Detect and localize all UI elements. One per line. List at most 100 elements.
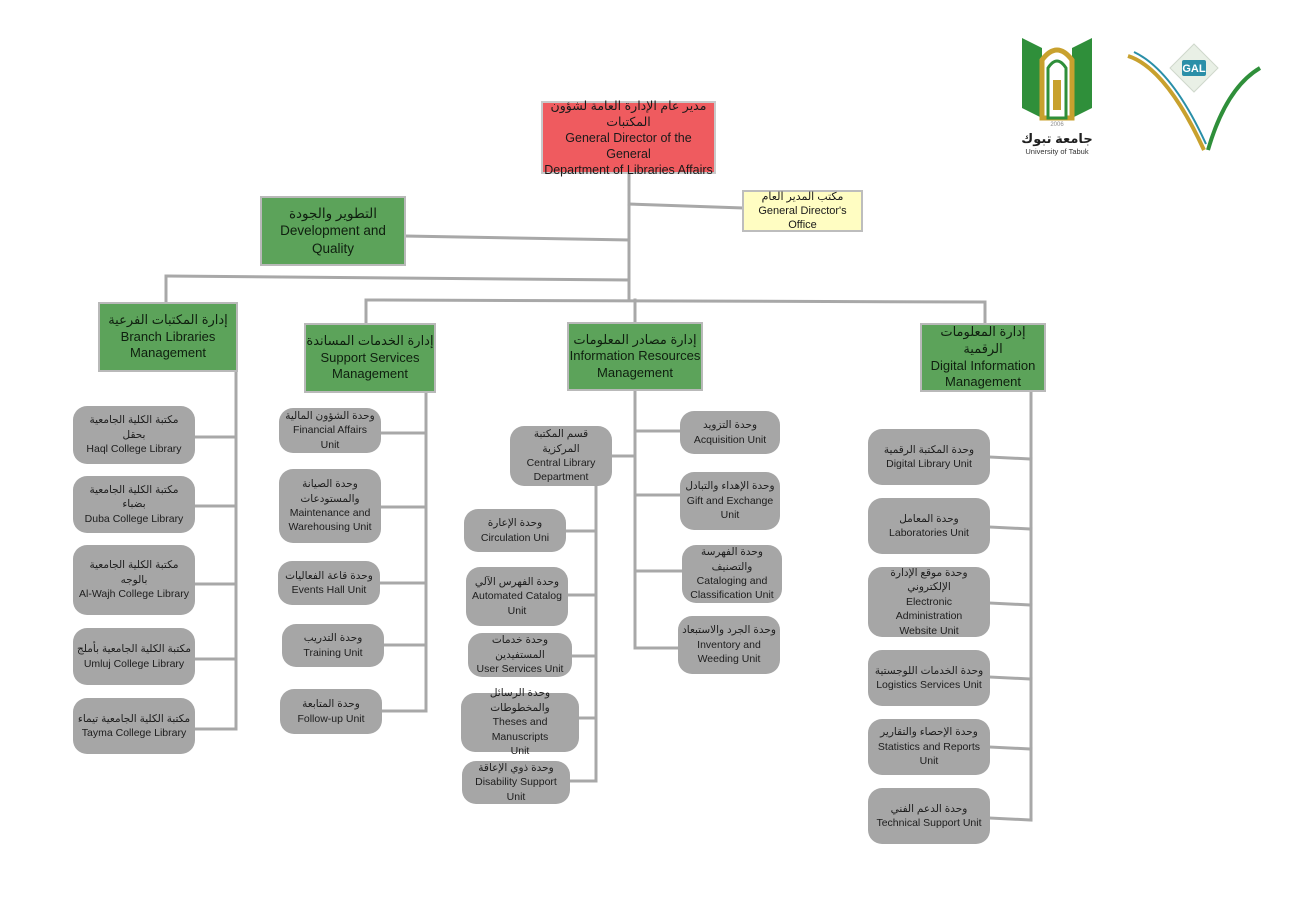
digital-en-line1: Digital Information (930, 357, 1036, 373)
central-library-unit: وحدة الإعارة Circulation Uni (464, 509, 566, 552)
unit-ar: وحدة المتابعة (302, 698, 360, 711)
unit-en-line2: Unit (510, 745, 530, 758)
unit-en-line2: Department (533, 471, 589, 484)
general-director-en-line2: Department of Libraries Affairs (544, 162, 713, 177)
unit-ar: مكتبة الكلية الجامعية بضباء (89, 483, 179, 511)
branch-unit: مكتبة الكلية الجامعية تيماء Tayma Colleg… (73, 698, 195, 754)
central-library-unit: وحدة خدمات المستفيدين User Services Unit (468, 633, 572, 677)
unit-en: User Services Unit (476, 663, 564, 676)
development-quality-box: التطوير والجودة Development and Quality (260, 196, 406, 266)
branch-en-line2: Management (130, 345, 206, 361)
support-ar: إدارة الخدمات المساندة (306, 333, 434, 349)
office-ar: مكتب المدير العام (761, 190, 844, 203)
central-library-unit: وحدة الرسائل والمخطوطات Theses and Manus… (461, 687, 579, 757)
unit-en: Technical Support Unit (876, 817, 982, 829)
digital-unit: وحدة المعامل Laboratories Unit (868, 498, 990, 554)
unit-ar: وحدة التدريب (303, 632, 363, 645)
branch-unit: مكتبة الكلية الجامعية بالوجه Al-Wajh Col… (73, 545, 195, 615)
unit-ar-line2: والمستودعات (300, 492, 360, 505)
general-directors-office-box: مكتب المدير العام General Director's Off… (742, 190, 863, 232)
unit-en: Financial Affairs Unit (293, 424, 367, 451)
unit-en: Training Unit (303, 646, 363, 659)
central-library-unit: وحدة الفهرس الآلي Automated Catalog Unit (466, 567, 568, 626)
support-unit: وحدة المتابعة Follow-up Unit (280, 689, 382, 734)
unit-ar: وحدة ذوي الإعاقة (478, 761, 554, 774)
information-unit: وحدة التزويد Acquisition Unit (680, 411, 780, 454)
unit-ar: مكتبة الكلية الجامعية بالوجه (89, 559, 179, 586)
office-en: General Director's Office (758, 204, 847, 232)
information-unit: وحدة الإهداء والتبادل Gift and Exchange … (680, 472, 780, 530)
branch-ar: إدارة المكتبات الفرعية (108, 312, 228, 328)
central-library-department: قسم المكتبة المركزية Central Library Dep… (510, 426, 612, 486)
unit-ar: وحدة المعامل (899, 512, 959, 525)
digital-ar: إدارة المعلومات الرقمية (940, 324, 1026, 356)
unit-en-line2: Weeding Unit (697, 653, 761, 666)
unit-en: Al-Wajh College Library (79, 588, 189, 601)
university-name-english: University of Tabuk (1025, 147, 1089, 156)
digital-unit: وحدة الإحصاء والتقارير Statistics and Re… (868, 719, 990, 775)
unit-en-line2: Unit (720, 509, 740, 522)
general-director-ar: مدير عام الإدارة العامة لشؤون المكتبات (550, 98, 707, 129)
unit-en: Inventory and (697, 638, 761, 651)
unit-en: Theses and Manuscripts (491, 716, 549, 743)
branch-unit: مكتبة الكلية الجامعية بحقل Haql College … (73, 406, 195, 464)
unit-en: Laboratories Unit (889, 527, 969, 539)
unit-en: Gift and Exchange (686, 494, 774, 507)
information-resources-management-box: إدارة مصادر المعلومات Information Resour… (567, 322, 703, 391)
support-unit: وحدة الشؤون المالية Financial Affairs Un… (279, 408, 381, 453)
unit-ar: وحدة الرسائل والمخطوطات (489, 687, 551, 714)
info-en-line1: Information Resources (569, 348, 701, 364)
digital-unit: وحدة موقع الإدارة الإلكتروني Electronic … (868, 567, 990, 637)
branch-unit: مكتبة الكلية الجامعية بضباء Duba College… (73, 476, 195, 533)
unit-en: Haql College Library (86, 443, 182, 456)
unit-en: Circulation Uni (480, 531, 550, 544)
unit-ar: وحدة خدمات المستفيدين (491, 634, 549, 661)
unit-en: Events Hall Unit (291, 584, 367, 596)
development-en: Development and Quality (280, 223, 386, 256)
unit-en: Automated Catalog (472, 590, 562, 603)
branch-unit: مكتبة الكلية الجامعية بأملج Umluj Colleg… (73, 628, 195, 685)
information-unit: وحدة الفهرسة والتصنيف Cataloging and Cla… (682, 545, 782, 603)
unit-ar: وحدة الجرد والاستبعاد (682, 624, 776, 637)
unit-en: Central Library (526, 457, 596, 469)
unit-en: Tayma College Library (81, 727, 187, 739)
unit-en: Digital Library Unit (886, 458, 972, 470)
support-en-line2: Management (332, 366, 408, 382)
unit-en: Umluj College Library (83, 657, 185, 670)
gal-text: GAL (1182, 63, 1206, 75)
support-unit: وحدة التدريب Training Unit (282, 624, 384, 667)
unit-ar: وحدة الفهرسة والتصنيف (701, 546, 763, 573)
unit-ar: مكتبة الكلية الجامعية بحقل (89, 414, 179, 441)
support-en-line1: Support Services (320, 349, 420, 365)
information-unit: وحدة الجرد والاستبعاد Inventory and Weed… (678, 616, 780, 674)
info-en-line2: Management (597, 364, 673, 380)
unit-en: Duba College Library (84, 512, 184, 525)
unit-en: Statistics and Reports Unit (877, 740, 981, 768)
digital-unit: وحدة الخدمات اللوجستية Logistics Service… (868, 650, 990, 706)
unit-ar: مكتبة الكلية الجامعية بأملج (77, 643, 191, 656)
unit-ar: وحدة الصيانة (302, 478, 358, 491)
unit-ar: وحدة الإعارة (487, 517, 543, 530)
gal-logo: GAL (1126, 38, 1262, 154)
unit-en: Maintenance and (289, 507, 371, 519)
unit-ar: وحدة الفهرس الآلي (474, 575, 560, 588)
unit-en-line2: Unit (507, 604, 527, 617)
gal-emblem-icon: GAL (1127, 43, 1262, 151)
unit-en-line2: Website Unit (899, 624, 959, 637)
university-of-tabuk-logo: 2006 جامعة تبوك University of Tabuk (1012, 30, 1102, 166)
unit-en: Follow-up Unit (297, 712, 365, 725)
unit-en: Cataloging and (696, 575, 768, 587)
digital-information-management-box: إدارة المعلومات الرقمية Digital Informat… (920, 323, 1046, 392)
unit-en-line2: Warehousing Unit (288, 521, 372, 534)
unit-en: Acquisition Unit (693, 433, 767, 446)
unit-en: Disability Support Unit (475, 776, 557, 803)
support-services-management-box: إدارة الخدمات المساندة Support Services … (304, 323, 436, 393)
unit-ar: مكتبة الكلية الجامعية تيماء (77, 712, 191, 725)
unit-ar: وحدة موقع الإدارة الإلكتروني (890, 566, 968, 594)
svg-text:2006: 2006 (1050, 122, 1064, 128)
university-emblem-icon: 2006 (1022, 38, 1092, 128)
digital-en-line2: Management (945, 374, 1021, 390)
info-ar: إدارة مصادر المعلومات (573, 331, 697, 347)
unit-ar: وحدة قاعة الفعاليات (285, 569, 373, 582)
